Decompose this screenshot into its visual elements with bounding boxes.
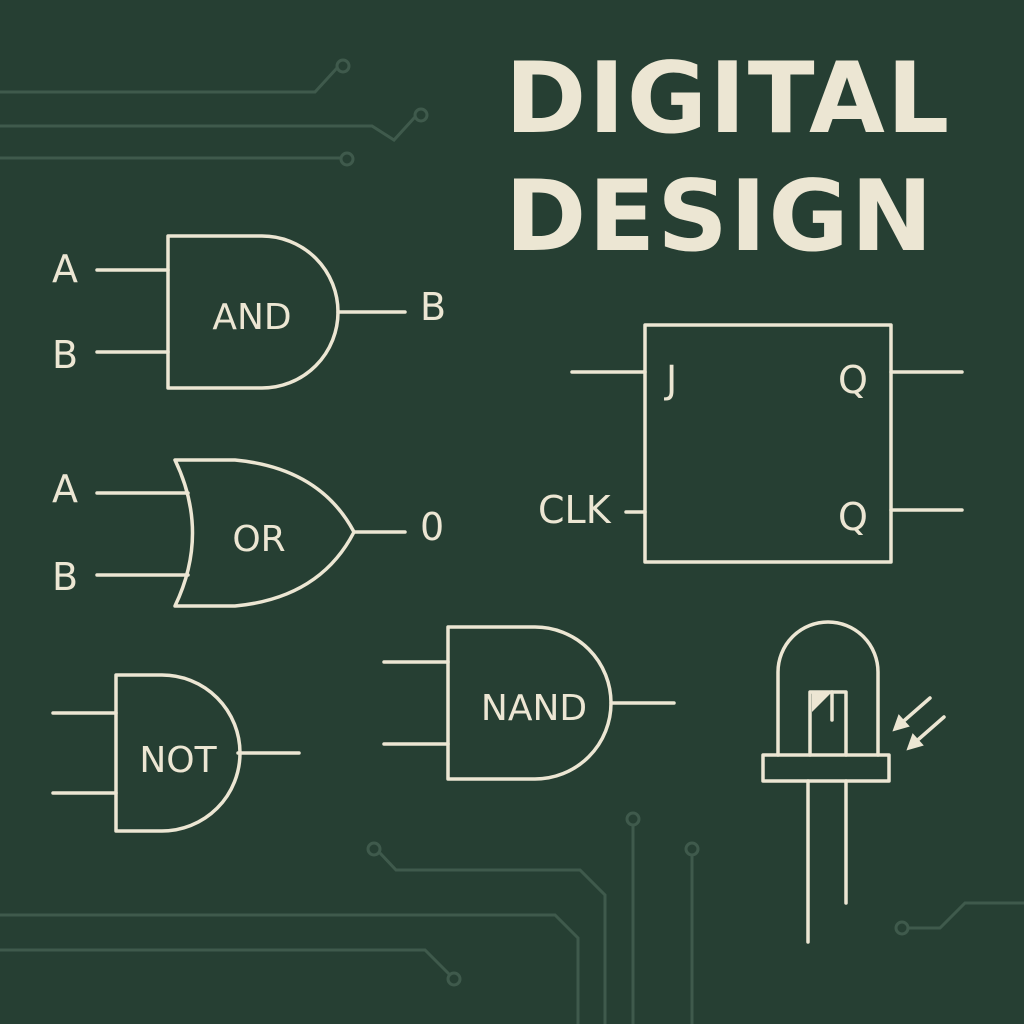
- or-gate: A B 0 OR: [52, 458, 444, 608]
- led-icon: [761, 620, 946, 944]
- and-gate: A B B AND: [52, 234, 446, 390]
- title-line-2: DESIGN: [505, 160, 935, 274]
- or-gate-input-b-label: B: [52, 555, 78, 599]
- trace-bottom-6: [908, 901, 1024, 930]
- trace-pad: [684, 841, 700, 857]
- and-gate-input-b-label: B: [52, 333, 78, 377]
- or-gate-label: OR: [232, 519, 285, 560]
- trace-bottom-3: [0, 948, 452, 977]
- flip-flop-clk-label: CLK: [538, 488, 612, 532]
- led-die: [812, 692, 832, 712]
- and-gate-body: [166, 234, 340, 390]
- or-gate-input-a-label: A: [52, 467, 78, 511]
- trace-bottom-1: [378, 851, 607, 1024]
- or-gate-output-label: 0: [420, 505, 444, 549]
- led-arrow-2-head: [906, 733, 924, 751]
- flip-flop-body: [643, 323, 893, 564]
- led-arrow-1-head: [892, 714, 910, 732]
- trace-pad: [894, 920, 910, 936]
- not-gate-label: NOT: [139, 740, 217, 781]
- trace-pad: [366, 841, 382, 857]
- led-light-arrows: [892, 696, 946, 751]
- trace-top-1: [0, 66, 339, 94]
- jk-flip-flop: J CLK Q Q: [538, 323, 964, 564]
- and-gate-label: AND: [212, 297, 291, 338]
- led-base: [761, 753, 891, 783]
- not-gate-body: [114, 673, 242, 833]
- nand-gate-label: NAND: [481, 688, 587, 729]
- flip-flop-j-label: J: [664, 358, 677, 402]
- or-gate-body: [173, 458, 356, 608]
- and-gate-output-label: B: [420, 285, 446, 329]
- title-line-1: DIGITAL: [505, 42, 952, 156]
- led-dome: [776, 620, 880, 757]
- trace-pad: [335, 58, 351, 74]
- trace-pad: [339, 151, 355, 167]
- nand-gate-body: [446, 625, 613, 781]
- trace-top-2: [0, 115, 417, 142]
- flip-flop-q2-label: Q: [838, 495, 868, 539]
- circuit-traces: [0, 58, 1024, 1024]
- not-gate: NOT: [51, 673, 301, 833]
- trace-pad: [413, 107, 429, 123]
- trace-pad: [625, 811, 641, 827]
- nand-gate: NAND: [382, 625, 676, 781]
- trace-pad: [446, 971, 462, 987]
- trace-bottom-2: [0, 913, 580, 1024]
- and-gate-input-a-label: A: [52, 247, 78, 291]
- flip-flop-q-label: Q: [838, 358, 868, 402]
